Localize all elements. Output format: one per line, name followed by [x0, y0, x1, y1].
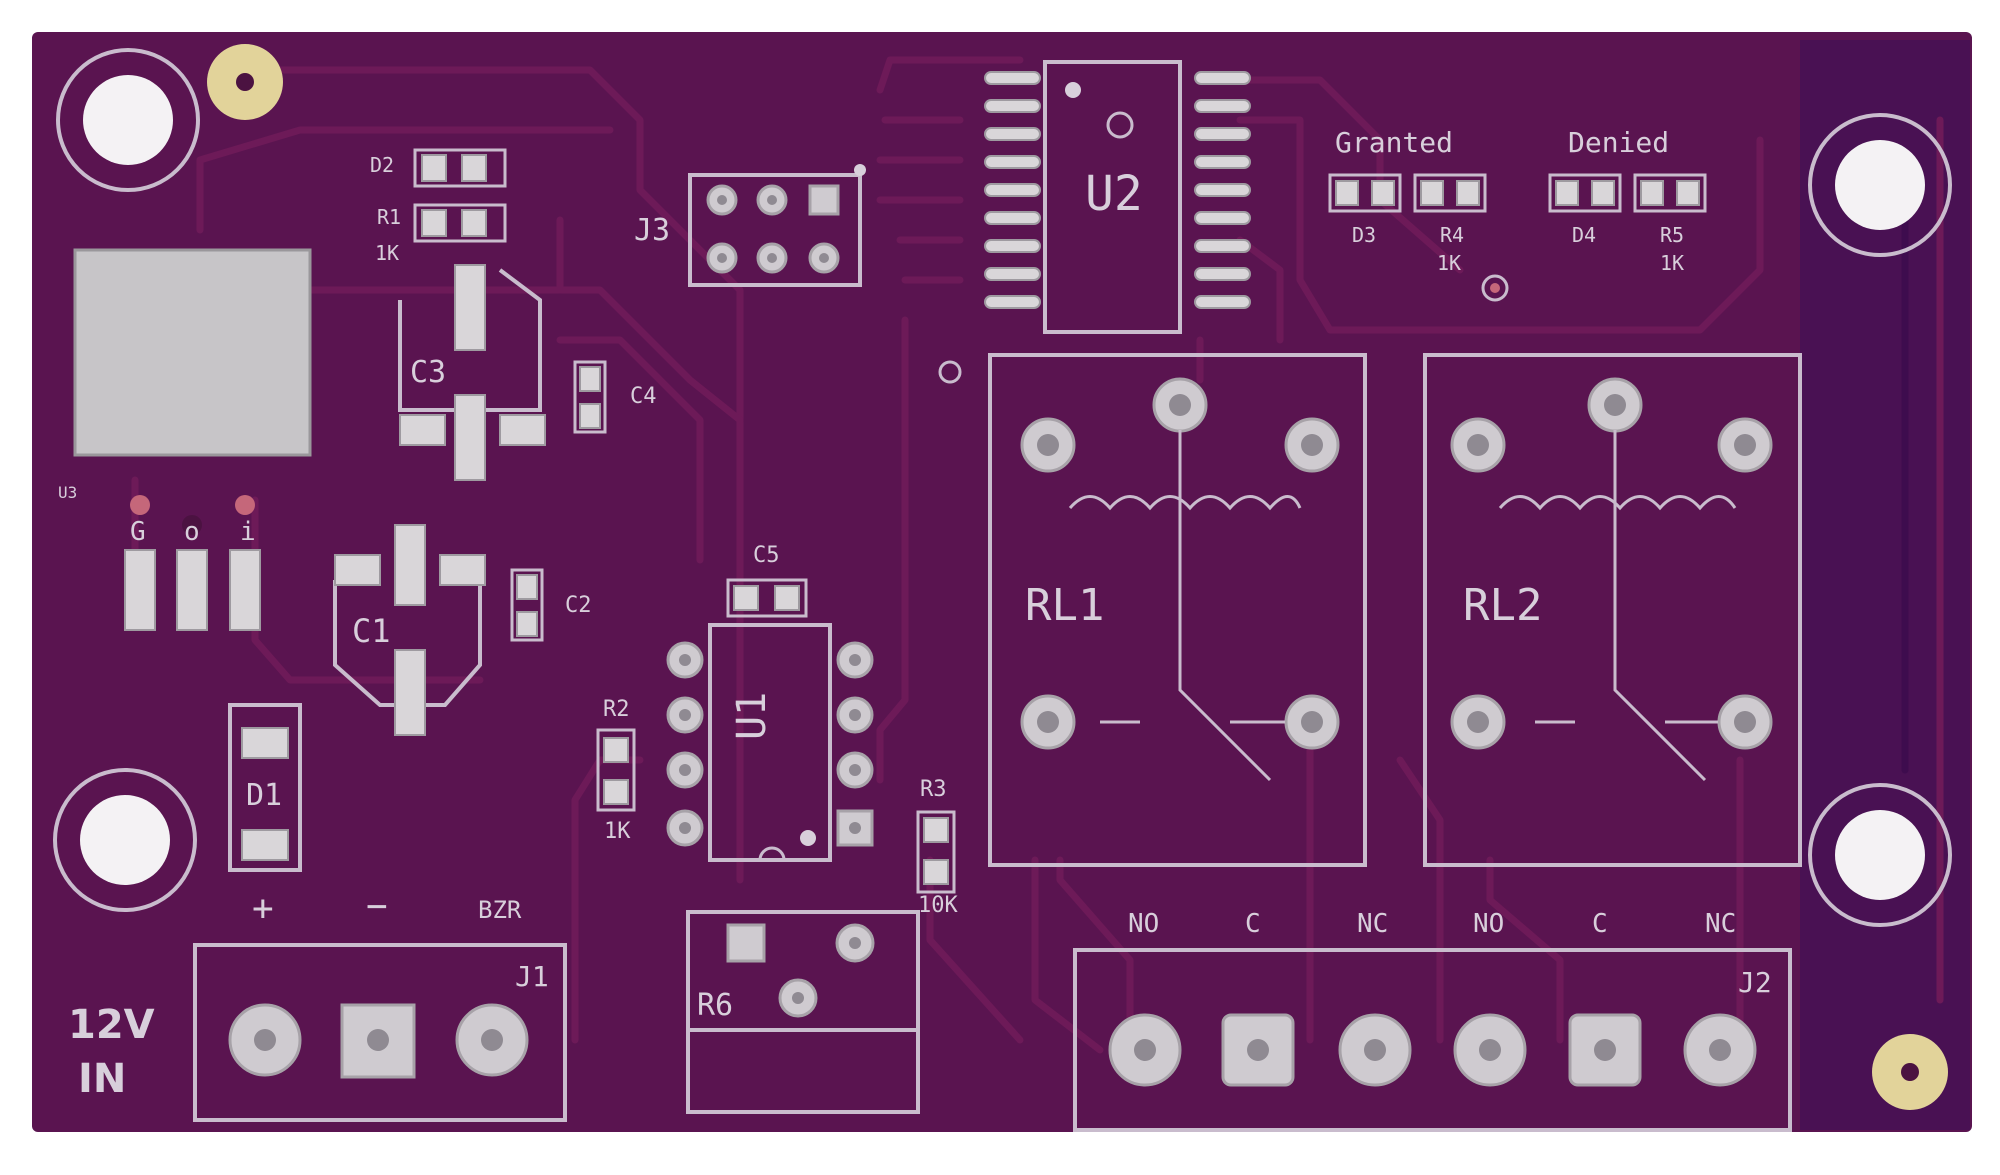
label-c2: C2	[565, 593, 592, 618]
label-d3: D3	[1352, 223, 1376, 247]
header-j3	[688, 164, 866, 287]
label-denied: Denied	[1568, 126, 1669, 159]
label-c1: C1	[352, 612, 391, 650]
relay-rl2	[1423, 353, 1802, 867]
label-c5: C5	[753, 543, 780, 568]
label-nc2: NC	[1705, 909, 1736, 939]
label-r6: R6	[697, 988, 733, 1023]
label-d1: D1	[246, 778, 282, 813]
label-power-in-line1: 12V	[68, 1002, 155, 1048]
label-c4: C4	[630, 384, 657, 409]
label-rl2: RL2	[1463, 580, 1542, 631]
pcb-board	[32, 32, 1972, 1132]
label-bzr: BZR	[478, 896, 522, 924]
label-r3: R3	[920, 777, 947, 802]
label-rl1: RL1	[1025, 580, 1104, 631]
label-power-in-line2: IN	[78, 1056, 126, 1102]
d2-r1-pads	[413, 148, 507, 243]
label-minus: −	[366, 886, 388, 927]
mounting-holes	[53, 44, 1952, 1110]
label-granted: Granted	[1335, 126, 1453, 159]
label-j2: J2	[1738, 966, 1772, 999]
label-r2: R2	[603, 697, 630, 722]
label-r4-value: 1K	[1437, 251, 1461, 275]
label-u2: U2	[1085, 166, 1143, 222]
label-c-1: C	[1245, 909, 1261, 939]
mounting-hole-bottom-left	[53, 768, 197, 912]
capacitor-c5	[726, 578, 808, 618]
label-j1: J1	[515, 960, 549, 993]
label-d4: D4	[1572, 223, 1596, 247]
label-r4: R4	[1440, 223, 1464, 247]
diode-d1	[228, 703, 302, 872]
label-j3: J3	[634, 213, 670, 248]
mounting-hole-top-right	[1808, 113, 1952, 257]
capacitor-c2	[510, 568, 544, 642]
mounting-hole-top-left	[56, 48, 200, 192]
label-r5-value: 1K	[1660, 251, 1684, 275]
chip-u1	[666, 623, 874, 862]
indicator-leds	[938, 173, 1707, 384]
capacitor-c1	[333, 524, 486, 736]
label-d2: D2	[370, 153, 394, 177]
label-no2: NO	[1473, 909, 1504, 939]
label-r5: R5	[1660, 223, 1684, 247]
capacitor-c4	[573, 360, 607, 434]
label-u3: U3	[58, 483, 77, 502]
label-c-2: C	[1592, 909, 1608, 939]
chip-u2	[984, 60, 1251, 334]
regulator-u3	[73, 248, 312, 631]
terminal-j1	[193, 943, 567, 1122]
terminal-j2	[1073, 948, 1792, 1132]
label-r3-value: 10K	[918, 893, 958, 918]
label-r1-value: 1K	[375, 241, 399, 265]
trimmer-r6	[686, 910, 920, 1114]
capacitor-c3	[398, 264, 546, 481]
label-r2-value: 1K	[604, 819, 631, 844]
label-g-pin: G	[130, 517, 146, 547]
copper-traces	[131, 56, 1944, 1054]
silkscreen-labels: D2 R1 1K J3 U2 Granted Denied D3 R4 1K D…	[58, 126, 1772, 1102]
resistor-r2	[596, 728, 636, 812]
label-no1: NO	[1128, 909, 1159, 939]
label-u1: U1	[729, 692, 775, 740]
mounting-hole-bottom-right	[1808, 783, 1952, 927]
label-nc1: NC	[1357, 909, 1388, 939]
relay-rl1	[988, 353, 1367, 867]
label-o-pin: o	[184, 517, 200, 547]
label-c3: C3	[410, 355, 446, 390]
label-r1: R1	[377, 205, 401, 229]
resistor-r3	[916, 810, 956, 894]
label-plus: +	[252, 888, 274, 929]
label-i-pin: i	[240, 517, 256, 547]
